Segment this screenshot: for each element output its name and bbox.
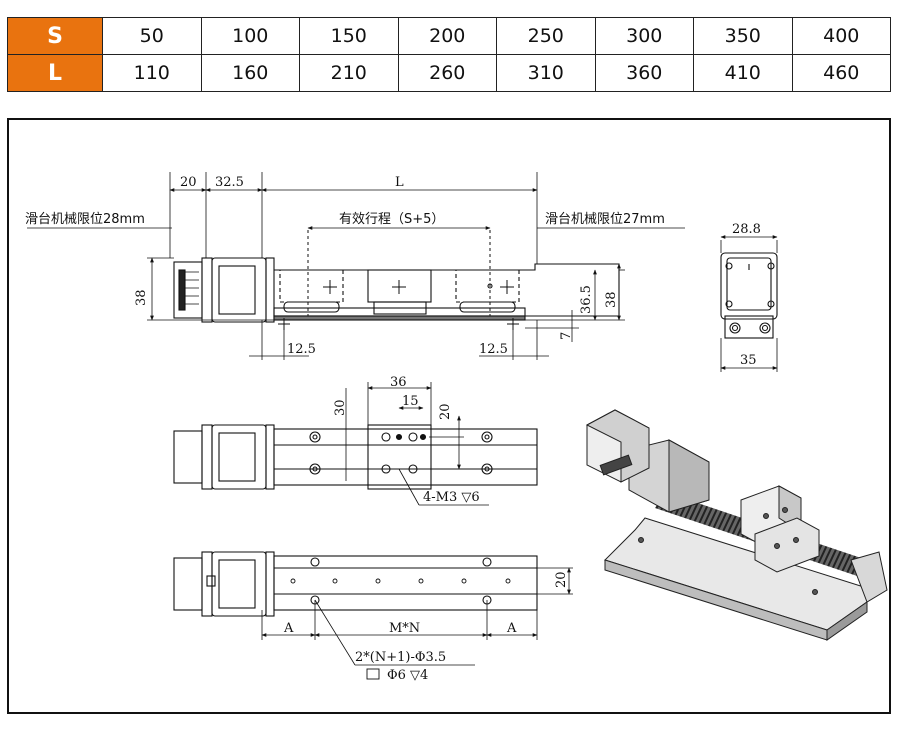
dim-38-left: 38	[134, 289, 149, 306]
table-cell: 100	[200, 17, 300, 55]
bottom-view	[173, 551, 573, 680]
dim-36-5: 36.5	[579, 285, 594, 314]
dim-36: 36	[390, 375, 407, 390]
hole-note: 4-M3 ▽6	[423, 490, 480, 505]
dim-L: L	[395, 175, 404, 190]
dim-20-bottom: 20	[554, 571, 569, 588]
stroke-label: 有效行程（S+5）	[339, 212, 444, 227]
dim-28-8: 28.8	[732, 222, 761, 237]
dim-A-right: A	[506, 621, 517, 636]
row-key: S	[7, 17, 103, 55]
table-row-s: S 50 100 150 200 250 300 350 400	[7, 17, 891, 55]
dim-12-5-left: 12.5	[287, 342, 316, 357]
table-cell: 160	[200, 54, 300, 92]
table-cell: 410	[693, 54, 793, 92]
limit-left-label: 滑台机械限位28mm	[25, 212, 145, 227]
table-cell: 300	[594, 17, 694, 55]
dim-35: 35	[740, 353, 757, 368]
dim-7: 7	[559, 332, 574, 340]
dim-20-plan: 20	[438, 403, 453, 420]
end-view-labels: 28.8 35	[732, 222, 761, 368]
table-cell: 210	[299, 54, 399, 92]
table-cell: 110	[102, 54, 202, 92]
bottom-view-labels: 20 A M*N A 2*(N+1)-Φ3.5 Φ6 ▽4	[283, 571, 569, 683]
table-row-l: L 110 160 210 260 310 360 410 460	[7, 54, 891, 92]
screw-holes	[309, 431, 493, 475]
dim-20: 20	[180, 175, 197, 190]
side-view-labels: 20 32.5 L 滑台机械限位28mm 有效行程（S+5） 滑台机械限位27m…	[25, 175, 665, 357]
table-cell: 360	[594, 54, 694, 92]
table-cell: 400	[791, 17, 891, 55]
table-cell: 250	[496, 17, 596, 55]
dim-A-left: A	[283, 621, 294, 636]
table-cell: 310	[496, 54, 596, 92]
dim-15: 15	[402, 394, 419, 409]
isometric-view	[585, 409, 888, 641]
hole-note-2: Φ6 ▽4	[387, 668, 428, 683]
motor-rear-cap	[173, 261, 203, 319]
hole-note-1: 2*(N+1)-Φ3.5	[355, 650, 446, 665]
end-view	[720, 235, 778, 372]
limit-right-label: 滑台机械限位27mm	[545, 212, 665, 227]
dim-12-5-right: 12.5	[479, 342, 508, 357]
table-cell: 150	[299, 17, 399, 55]
dim-38-right: 38	[604, 291, 619, 308]
dim-30: 30	[333, 399, 348, 416]
drawing-svg: 20 32.5 L 滑台机械限位28mm 有效行程（S+5） 滑台机械限位27m…	[25, 172, 888, 683]
side-view	[27, 172, 685, 360]
spec-table: S 50 100 150 200 250 300 350 400 L 110 1…	[7, 17, 891, 92]
dim-MN: M*N	[389, 621, 420, 636]
connector	[178, 269, 186, 311]
plan-view-labels: 36 30 15 20 4-M3 ▽6	[333, 375, 480, 505]
dim-32-5: 32.5	[215, 175, 244, 190]
table-cell: 350	[693, 17, 793, 55]
table-cell: 50	[102, 17, 202, 55]
table-cell: 200	[397, 17, 497, 55]
table-cell: 260	[397, 54, 497, 92]
table-cell: 460	[791, 54, 891, 92]
technical-drawing: 20 32.5 L 滑台机械限位28mm 有效行程（S+5） 滑台机械限位27m…	[7, 118, 891, 714]
row-key: L	[7, 54, 103, 92]
plan-view	[173, 382, 538, 506]
